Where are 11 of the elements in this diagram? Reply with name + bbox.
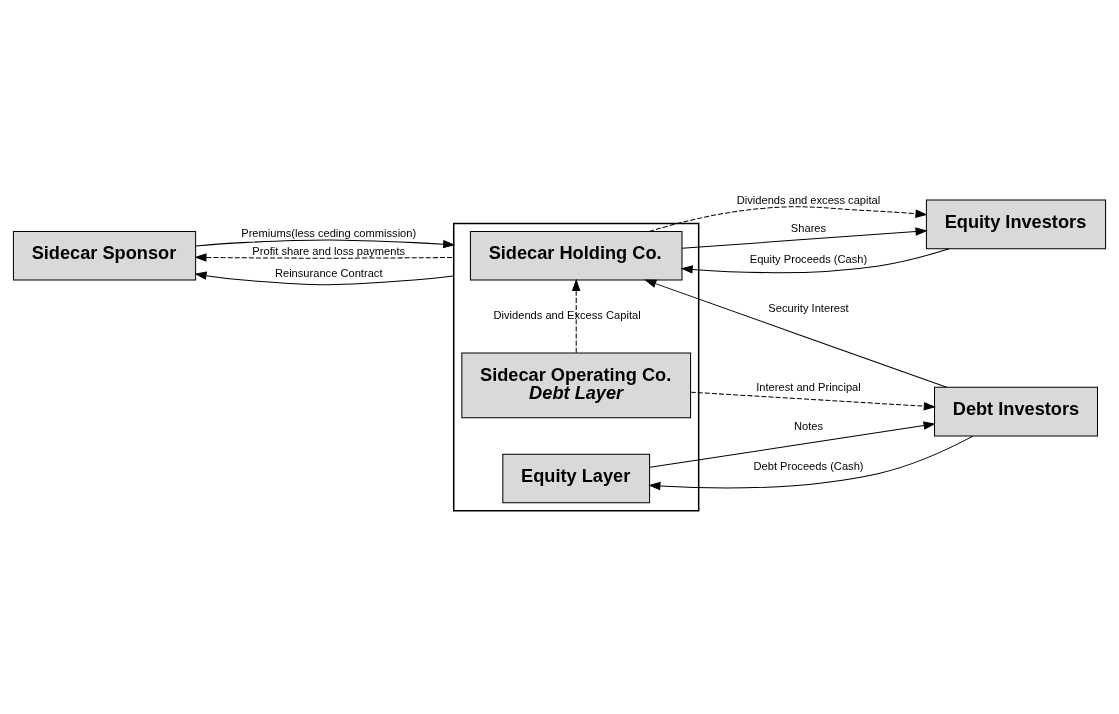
edge-label: Security Interest: [768, 302, 849, 315]
edge-label: Dividends and Excess Capital: [493, 309, 641, 322]
edge-label: Equity Proceeds (Cash): [749, 252, 868, 265]
edge-label: Interest and Principal: [756, 381, 861, 394]
edge-label: Notes: [793, 419, 824, 432]
edge-label: Debt Proceeds (Cash): [753, 460, 864, 473]
edge-label: Shares: [790, 222, 827, 235]
edge-label: Dividends and excess capital: [736, 193, 881, 206]
edge-label: Reinsurance Contract: [274, 266, 383, 279]
edge-label: Premiums(less ceding commission): [241, 227, 417, 240]
edge-label: Profit share and loss payments: [252, 244, 406, 257]
